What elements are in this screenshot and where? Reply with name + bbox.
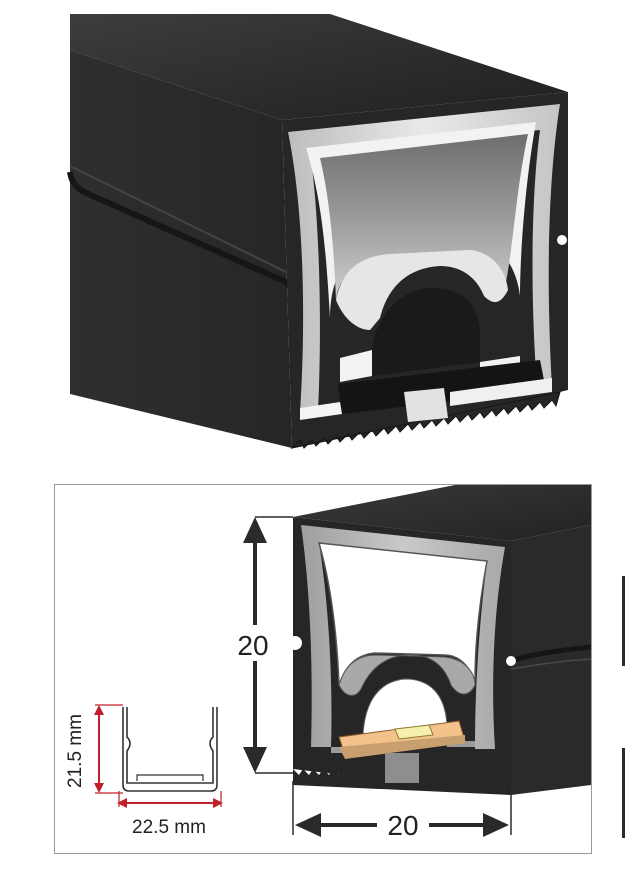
profile-top-face <box>293 485 591 541</box>
center-stripe <box>404 388 448 422</box>
diffuser-inner <box>317 542 488 686</box>
led-chip <box>394 724 434 740</box>
height-arrow-top <box>243 517 267 543</box>
profile-3d-render <box>67 14 568 449</box>
profile-notch <box>557 235 567 245</box>
width-arrow-left <box>295 813 321 837</box>
led-strip <box>338 360 546 414</box>
center-stripe <box>385 753 419 783</box>
profile-top-face <box>70 14 568 120</box>
led-slot <box>372 288 480 376</box>
spec-panel: 20 20 21.5 mm <box>54 484 592 854</box>
profile-side-groove <box>510 644 591 664</box>
edge-mark-lower <box>622 748 625 838</box>
profile-height-label: 20 <box>237 630 268 661</box>
profile-side-face <box>70 50 292 448</box>
profile-notch <box>288 636 302 650</box>
profile-width-label: 20 <box>387 810 418 841</box>
profile-side-face <box>511 525 591 795</box>
diffuser-arch <box>338 654 476 696</box>
diffuser-frame <box>301 525 505 749</box>
height-arrow-bottom <box>243 747 267 773</box>
channel-width-label: 22.5 mm <box>132 817 206 838</box>
channel-height-marker <box>94 704 123 794</box>
width-arrow-right <box>483 813 509 837</box>
channel-cross-section <box>122 707 218 792</box>
diffuser-arch <box>336 250 508 330</box>
channel-height-label: 21.5 mm <box>65 714 86 788</box>
channel-width-marker <box>117 791 223 808</box>
edge-mark-upper <box>622 576 625 666</box>
